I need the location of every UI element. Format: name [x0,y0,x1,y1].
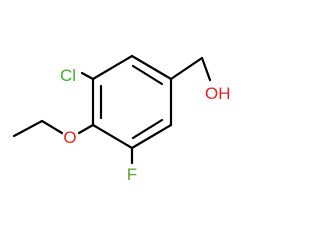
ring-bond-c3-c4 [130,123,173,150]
structure-diagram: Cl O F OH [12,54,231,184]
molecule-drawing: Cl O F OH [12,54,231,184]
bond-ring-ch2 [169,56,204,81]
ring-bond-c4-c5 [91,123,134,150]
bond-ch2-oh [200,56,212,82]
double-bond-inner-2 [131,118,164,140]
ether-oxygen-label: O [63,128,76,147]
fluorine-label: F [127,165,137,184]
bond-to-chlorine [80,71,95,81]
bond-o-ch2 [40,119,64,135]
bond-ch2-ch3 [12,119,44,138]
double-bond-inner-1 [131,64,164,86]
ring-bond-c1-c2 [130,54,173,81]
hydroxyl-label: OH [205,84,231,103]
ring-bond-c6-c1 [91,54,134,81]
bond-to-ether-oxygen [77,123,95,135]
benzene-ring [91,54,173,150]
chlorine-label: Cl [60,66,76,85]
